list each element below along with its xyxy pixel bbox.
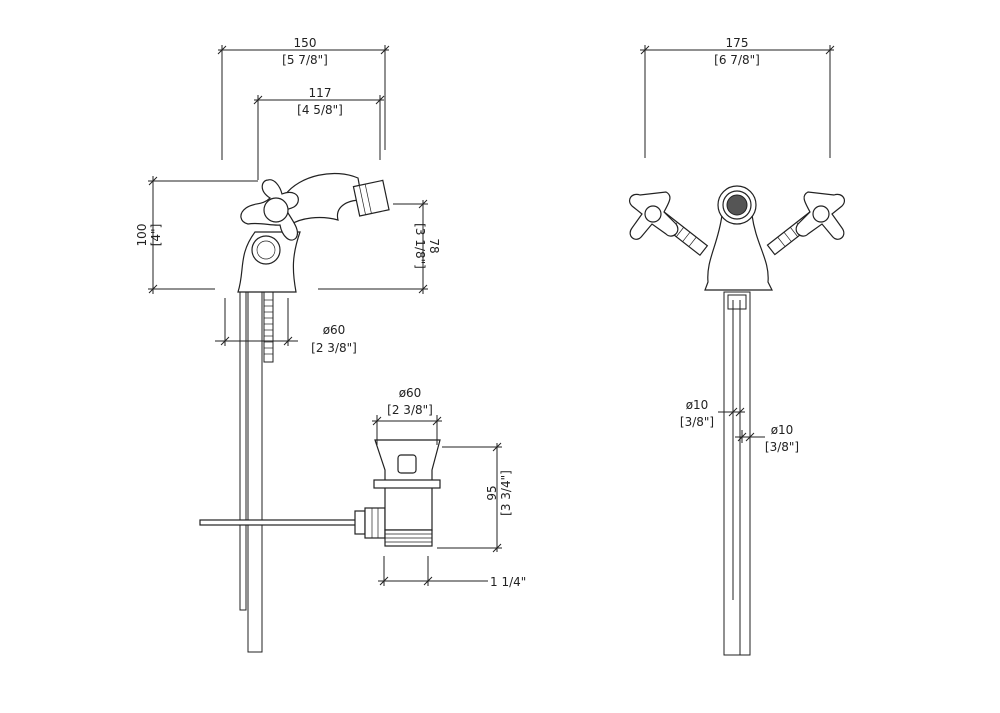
supply-pipe-back: [247, 291, 263, 653]
drain-plug: [397, 454, 417, 474]
supply-pipes: [723, 291, 751, 656]
rod-connector: [364, 507, 386, 539]
dim-pipe-left-mm: ø10: [686, 398, 709, 412]
dimension-labels: 150 [5 7/8"] 117 [4 5/8"] 100 [4"] 78 [3…: [135, 36, 799, 589]
dimension-lines: [148, 45, 835, 586]
dim-width-mm: 150: [294, 36, 317, 50]
dim-front-width-inch: [6 7/8"]: [714, 53, 760, 67]
dim-spout-height-inch: [3 1/8"]: [413, 223, 427, 269]
dim-base-diameter-mm: ø60: [323, 323, 346, 337]
dim-width-inch: [5 7/8"]: [282, 53, 328, 67]
left-cross-handle: [628, 191, 679, 240]
dim-drain-diameter-mm: ø60: [399, 386, 422, 400]
dim-base-diameter-inch: [2 3/8"]: [311, 341, 357, 355]
faucet-body: [704, 214, 773, 291]
threaded-rod: [263, 291, 274, 363]
dim-drain-diameter-inch: [2 3/8"]: [387, 403, 433, 417]
dim-drain-height-mm: 95: [485, 485, 499, 500]
drain-flange: [373, 479, 441, 489]
dim-drain-height-inch: [3 3/4"]: [499, 470, 513, 516]
front-view-faucet: [628, 185, 846, 656]
dim-reach-mm: 117: [309, 86, 332, 100]
dim-pipe-right-mm: ø10: [771, 423, 794, 437]
dim-height-mm: 100: [135, 224, 149, 247]
dim-front-width-mm: 175: [726, 36, 749, 50]
spout: [284, 172, 363, 227]
pop-up-drain: [199, 439, 441, 547]
dim-pipe-right-inch: [3/8"]: [765, 440, 799, 454]
valve-nut: [251, 235, 281, 265]
dim-pipe-left-inch: [3/8"]: [680, 415, 714, 429]
rod-threads: [264, 299, 273, 355]
supply-pipe-front: [239, 291, 247, 611]
right-cross-handle: [795, 191, 846, 240]
side-view-faucet: [237, 172, 390, 653]
bidet-nozzle: [352, 179, 390, 217]
aerator: [726, 194, 748, 216]
dim-height-inch: [4"]: [149, 224, 163, 247]
dim-drain-thread: 1 1/4": [490, 575, 526, 589]
dim-reach-inch: [4 5/8"]: [297, 103, 343, 117]
pop-up-rod: [199, 519, 359, 526]
dim-spout-height-mm: 78: [427, 238, 441, 253]
